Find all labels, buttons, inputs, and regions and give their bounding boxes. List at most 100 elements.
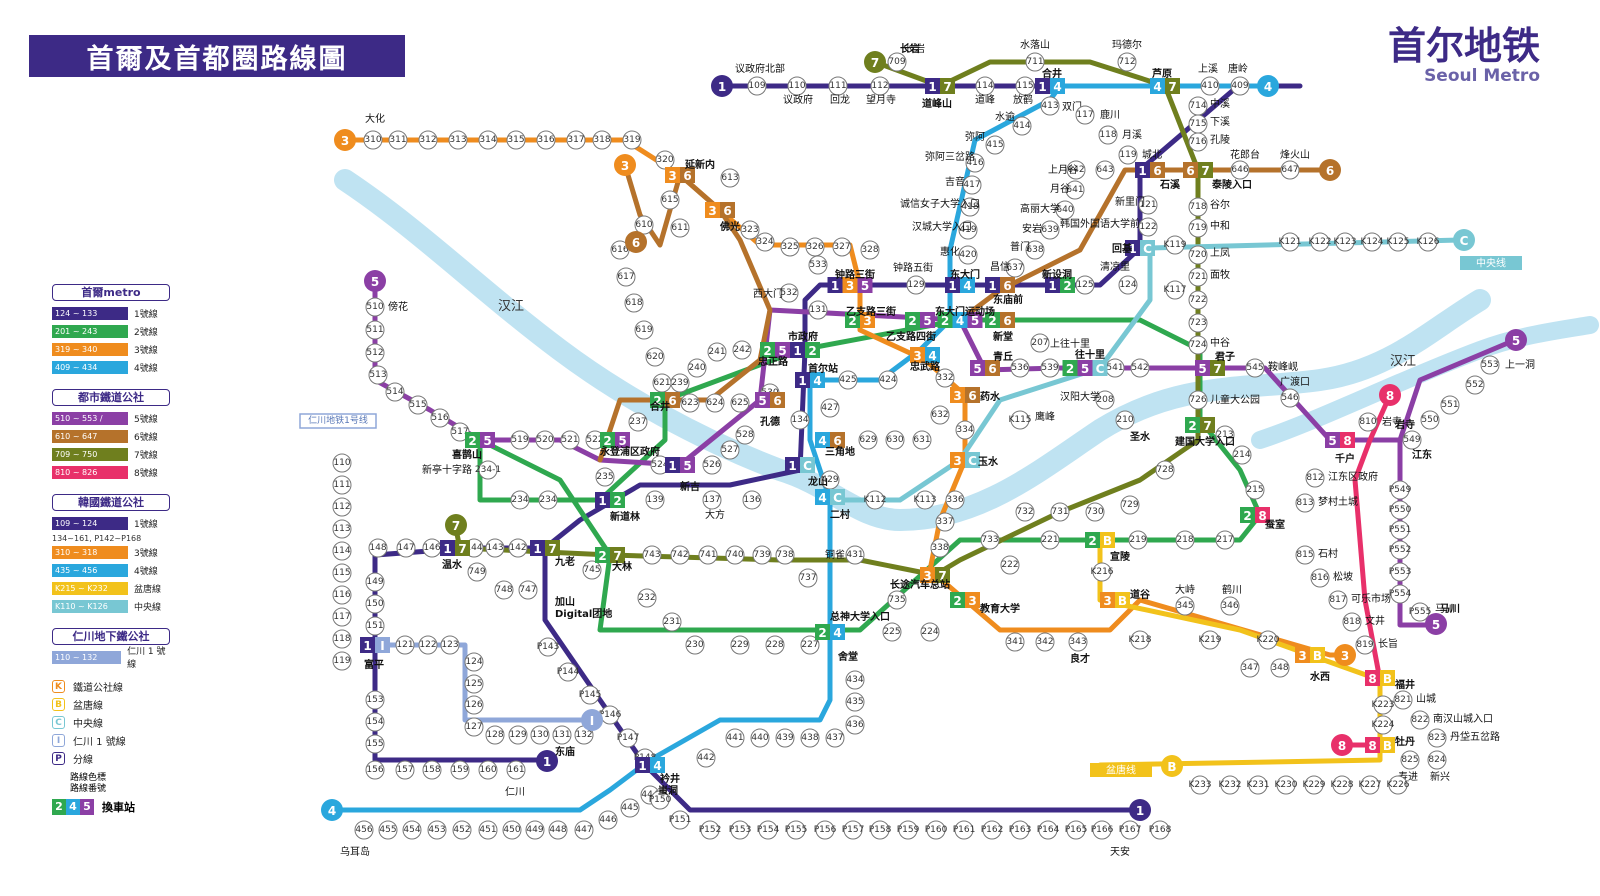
- station[interactable]: 438: [800, 728, 820, 748]
- station[interactable]: 213: [1215, 425, 1235, 445]
- station[interactable]: 425: [838, 370, 858, 390]
- station-marker[interactable]: [1220, 596, 1240, 616]
- station-marker[interactable]: [645, 490, 665, 510]
- station-marker[interactable]: [365, 594, 385, 614]
- station-marker[interactable]: [332, 541, 352, 561]
- station-marker[interactable]: [687, 358, 707, 378]
- station-marker[interactable]: [1270, 658, 1290, 678]
- station[interactable]: 222: [1000, 555, 1020, 575]
- station[interactable]: 617: [616, 267, 636, 287]
- station[interactable]: 611: [670, 218, 690, 238]
- station-marker[interactable]: [1402, 430, 1422, 450]
- station[interactable]: 225: [882, 622, 902, 642]
- station[interactable]: 311: [388, 130, 408, 150]
- station-marker[interactable]: [906, 275, 926, 295]
- station-marker[interactable]: [1388, 775, 1408, 795]
- station[interactable]: 160: [478, 760, 498, 780]
- station[interactable]: 332: [935, 368, 955, 388]
- station-marker[interactable]: [1035, 632, 1055, 652]
- station-marker[interactable]: [538, 490, 558, 510]
- station-marker[interactable]: [1010, 410, 1030, 430]
- station-marker[interactable]: [898, 820, 918, 840]
- station-marker[interactable]: [1390, 500, 1410, 520]
- station-marker[interactable]: [1040, 96, 1060, 116]
- line-terminal-badge[interactable]: 7: [864, 51, 886, 73]
- station-marker[interactable]: [1390, 562, 1410, 582]
- station[interactable]: 625: [730, 393, 750, 413]
- station-marker[interactable]: [832, 237, 852, 257]
- station-marker[interactable]: [954, 820, 974, 840]
- station-marker[interactable]: [1373, 715, 1393, 735]
- station-marker[interactable]: [775, 728, 795, 748]
- station-marker[interactable]: [732, 340, 752, 360]
- station-marker[interactable]: [1232, 445, 1252, 465]
- station[interactable]: K218: [1128, 630, 1152, 650]
- station[interactable]: 737: [798, 568, 818, 588]
- station-marker[interactable]: [985, 135, 1005, 155]
- station-marker[interactable]: [975, 76, 995, 96]
- station-marker[interactable]: [427, 820, 447, 840]
- station-marker[interactable]: [467, 562, 487, 582]
- station-marker[interactable]: [365, 616, 385, 636]
- station-marker[interactable]: [1245, 480, 1265, 500]
- station-marker[interactable]: [1188, 197, 1208, 217]
- station-marker[interactable]: [478, 460, 498, 480]
- station-marker[interactable]: [926, 820, 946, 840]
- station[interactable]: 320: [655, 150, 675, 170]
- station-marker[interactable]: [1130, 358, 1150, 378]
- station[interactable]: 136: [742, 490, 762, 510]
- station-marker[interactable]: [510, 490, 530, 510]
- station[interactable]: P158: [869, 820, 892, 840]
- station[interactable]: 536: [1010, 358, 1030, 378]
- station-marker[interactable]: [1038, 820, 1058, 840]
- station[interactable]: 618: [624, 293, 644, 313]
- station-marker[interactable]: [478, 760, 498, 780]
- station[interactable]: K117: [1163, 280, 1187, 300]
- station-marker[interactable]: [958, 220, 978, 240]
- station-marker[interactable]: [1332, 775, 1352, 795]
- station[interactable]: 511: [365, 320, 385, 340]
- station[interactable]: 325: [780, 237, 800, 257]
- station-marker[interactable]: [1188, 335, 1208, 355]
- station[interactable]: 147: [396, 538, 416, 558]
- station-marker[interactable]: [478, 820, 498, 840]
- station[interactable]: 343: [1068, 632, 1088, 652]
- station[interactable]: 623: [680, 393, 700, 413]
- station[interactable]: 516: [430, 408, 450, 428]
- station[interactable]: 448: [548, 820, 568, 840]
- station[interactable]: 110: [332, 453, 352, 473]
- station-marker[interactable]: [720, 168, 740, 188]
- line-terminal-badge[interactable]: 3: [614, 154, 636, 176]
- station-marker[interactable]: [935, 512, 955, 532]
- station[interactable]: 542: [1130, 358, 1150, 378]
- station[interactable]: 241: [707, 342, 727, 362]
- station-marker[interactable]: [332, 585, 352, 605]
- station-marker[interactable]: [1390, 520, 1410, 540]
